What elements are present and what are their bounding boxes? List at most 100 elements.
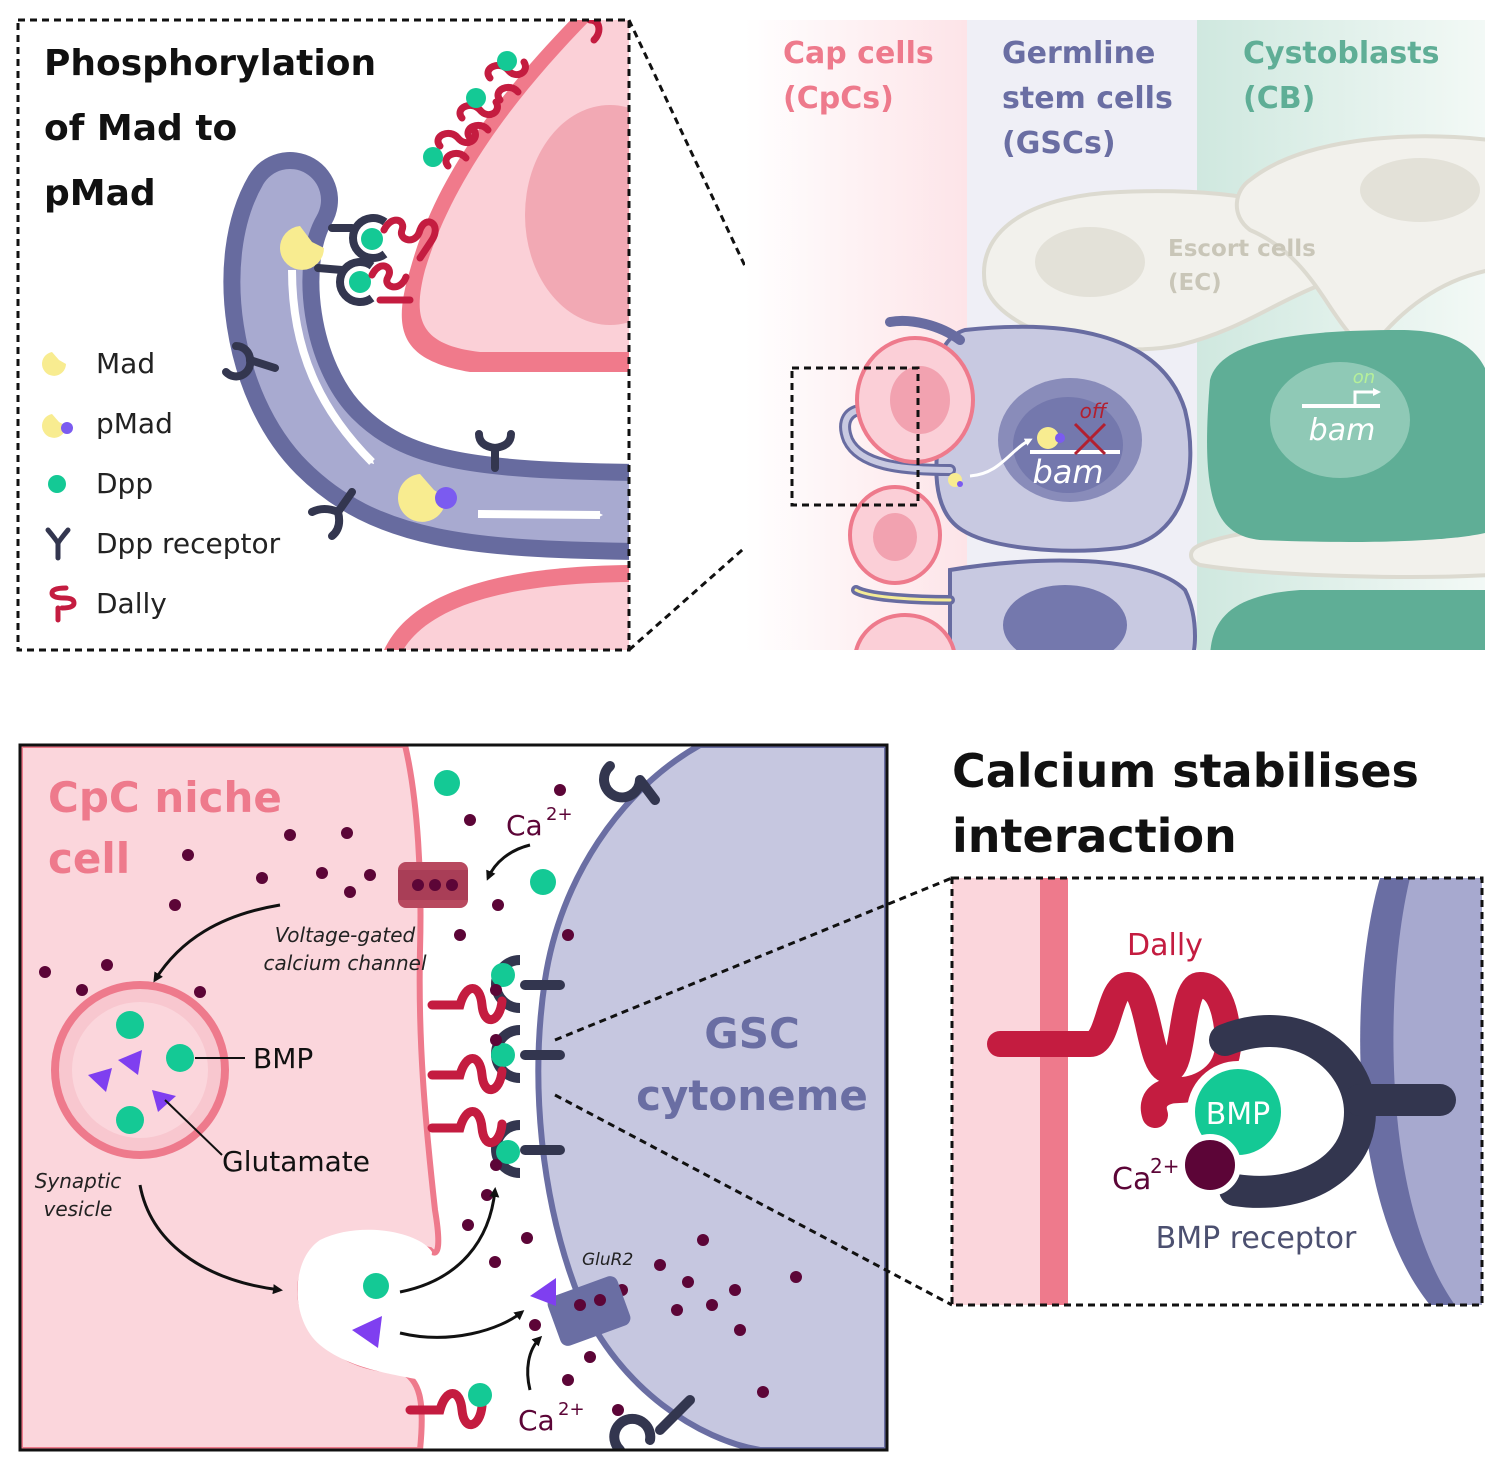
- panel-a-magnified-cytoneme: Phosphorylation of Mad to pMad Mad pMad …: [16, 18, 631, 652]
- calcium-ion-dot: [341, 827, 353, 839]
- panel-b-niche-overview: bam off bam on Cap cells (CpCs) Germline…: [745, 20, 1485, 650]
- niche-title-1: CpC niche: [48, 773, 282, 822]
- legend: Mad pMad Dpp Dpp receptor Dally: [42, 347, 281, 623]
- cap-cell-b-2: [848, 485, 942, 585]
- calcium-ion-dot: [734, 1324, 746, 1336]
- voltage-gated-channel: [398, 862, 468, 908]
- escort-label-1: Escort cells: [1168, 236, 1316, 262]
- dally-bottom: [405, 1383, 492, 1429]
- calcium-ion-dot: [489, 1256, 501, 1268]
- calcium-ion-dot: [790, 1271, 802, 1283]
- legend-mad-label: Mad: [96, 347, 155, 380]
- calcium-ion-dot: [554, 784, 566, 796]
- receptor-dpp-dally-2: [314, 258, 414, 306]
- calcium-ion-dot: [697, 1234, 709, 1246]
- glutamate-released: [352, 1316, 382, 1348]
- legend-pmad-icon: [42, 414, 73, 438]
- calcium-ion-dot: [284, 829, 296, 841]
- legend-dally-label: Dally: [96, 587, 167, 620]
- bmp-free-1: [434, 770, 460, 796]
- cap-cells-label-1: Cap cells: [783, 36, 934, 71]
- cb-label-1: Cystoblasts: [1243, 36, 1439, 71]
- bmp-receptor-top: [599, 761, 660, 805]
- calcium-ion-dot: [682, 1276, 694, 1288]
- receptor-dpp-dally-1: [328, 214, 439, 262]
- legend-dpp-label: Dpp: [96, 467, 153, 500]
- calcium-ion-dot: [521, 1232, 533, 1244]
- cap-cell-top: [401, 20, 629, 372]
- ca-charge-top: 2+: [546, 804, 573, 825]
- cap-cells-label-2: (CpCs): [783, 81, 894, 116]
- cb-cell-lower: [1210, 590, 1485, 650]
- pmad-molecule: [398, 474, 457, 522]
- cap-cell-b-1: [855, 336, 975, 464]
- legend-dpp-icon: [48, 475, 66, 493]
- bam-label-gsc: bam: [1032, 453, 1103, 491]
- receptor-complex-3: [427, 1107, 565, 1178]
- bam-off-label: off: [1080, 399, 1109, 423]
- calcium-ion-dot: [454, 929, 466, 941]
- niche-membrane: [1040, 878, 1068, 1305]
- ca-label-top: Ca: [506, 809, 543, 842]
- cap-cell-b-3: [854, 613, 956, 650]
- free-receptor-3: [308, 488, 356, 540]
- calcium-ion-dot: [654, 1259, 666, 1271]
- calcium-ion-dot: [492, 899, 504, 911]
- calcium-ion-dot: [729, 1284, 741, 1296]
- gsc-label-3: (GSCs): [1002, 126, 1116, 161]
- dally-label: Dally: [1127, 928, 1203, 963]
- legend-receptor-label: Dpp receptor: [96, 527, 281, 560]
- vesicle-label-1: Synaptic: [35, 1169, 122, 1193]
- panel-a-title-line-2: of Mad to: [44, 108, 237, 149]
- free-receptor-1: [222, 342, 279, 381]
- ca-charge: 2+: [1150, 1154, 1179, 1178]
- channel-label-1: Voltage-gated: [275, 923, 416, 947]
- calcium-ion-dot: [481, 1189, 493, 1201]
- panel-d-title-2: interaction: [952, 809, 1237, 863]
- legend-pmad-label: pMad: [96, 407, 173, 440]
- panel-c-frame: [18, 743, 889, 1452]
- vesicle-label-2: vesicle: [44, 1197, 113, 1221]
- ca-label-bottom: Ca: [518, 1404, 555, 1437]
- dally-dpp-top: [423, 20, 603, 170]
- gsc-title-2: cytoneme: [636, 1071, 868, 1120]
- gsc-title-1: GSC: [704, 1009, 800, 1058]
- channel-label-2: calcium channel: [263, 951, 426, 975]
- calcium-ion-dot: [584, 1351, 596, 1363]
- receptor-complex-2: [427, 1025, 565, 1094]
- cpc-niche-cell: [20, 745, 442, 1450]
- receptor-label: BMP receptor: [1156, 1221, 1357, 1256]
- panel-d-calcium-interaction: Dally BMP Ca 2+ BMP receptor: [950, 876, 1484, 1307]
- calcium-ion-dot: [256, 872, 268, 884]
- bam-off-gene: [1030, 422, 1120, 456]
- calcium-ion-dot: [562, 929, 574, 941]
- bmp-released: [363, 1273, 389, 1299]
- calcium-ion-dot: [462, 1219, 474, 1231]
- calcium-ion-dot: [169, 899, 181, 911]
- glur2-channel: [547, 1276, 631, 1346]
- free-receptor-2: [475, 430, 515, 472]
- ca-label: Ca: [1112, 1162, 1151, 1197]
- calcium-ion-dot: [671, 1304, 683, 1316]
- panel-a-title-line-3: pMad: [44, 173, 156, 214]
- legend-mad-icon: [42, 352, 66, 376]
- calcium-ion-dot: [364, 869, 376, 881]
- gsc-label-1: Germline: [1002, 36, 1155, 71]
- ca-charge-bottom: 2+: [558, 1399, 585, 1420]
- cb-label-2: (CB): [1243, 81, 1315, 116]
- calcium-ion-dot: [562, 1374, 574, 1386]
- calcium-ion-dot: [76, 984, 88, 996]
- cap-cell-bottom: [384, 565, 629, 650]
- gsc-cytoneme: [223, 152, 629, 560]
- glutamate-label: Glutamate: [222, 1145, 370, 1178]
- calcium-ion-dot: [757, 1386, 769, 1398]
- calcium-ion-dot: [316, 867, 328, 879]
- bmp-receptor-bottom: [609, 1395, 695, 1450]
- zoom-region-box: [790, 366, 920, 507]
- bam-on-label: on: [1353, 367, 1375, 388]
- calcium-ion-dot: [101, 959, 113, 971]
- panel-d-title-1: Calcium stabilises: [952, 744, 1419, 798]
- panel-a-frame: [16, 18, 631, 652]
- niche-title-2: cell: [48, 834, 130, 883]
- gsc-cell-lower: [948, 558, 1197, 650]
